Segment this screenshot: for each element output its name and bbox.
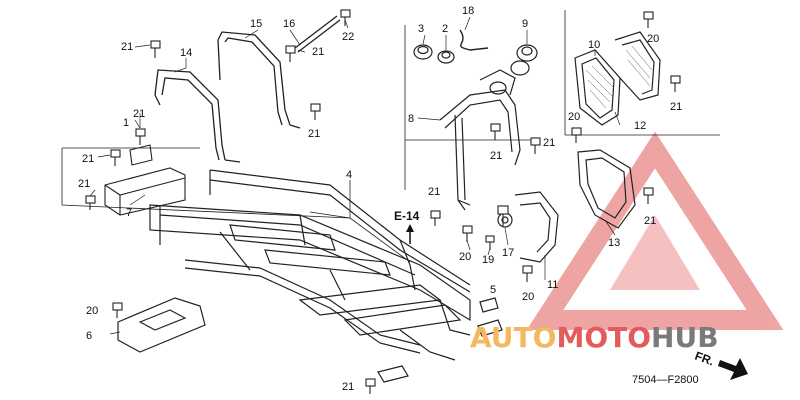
diagram-code: 7504—F2800	[632, 374, 699, 386]
bolt-icon	[430, 210, 441, 226]
bolt-icon	[490, 123, 501, 140]
callout-part-21: 21	[543, 137, 555, 149]
callout-part-21: 21	[133, 108, 145, 120]
arrow-head	[406, 224, 414, 232]
cross-member-bracket	[104, 144, 186, 216]
callout-part-20: 20	[568, 111, 580, 123]
watermark-brand: AUTOMOTOHUB	[470, 321, 719, 354]
callout-part-21: 21	[82, 153, 94, 165]
callout-part-21: 21	[312, 46, 324, 58]
bolt-icon	[462, 225, 473, 242]
callout-part-18: 18	[462, 5, 474, 17]
callout-part-2: 2	[442, 23, 448, 35]
bolt-icon	[485, 235, 495, 250]
front-label: FR.	[693, 349, 716, 369]
callout-part-17: 17	[502, 247, 514, 259]
side-cover-right	[497, 191, 559, 263]
bolt-icon	[340, 9, 351, 26]
column-bracket	[439, 69, 521, 211]
frame-assembly	[149, 169, 471, 361]
bolt-icon	[135, 128, 146, 145]
bolt-icon	[497, 205, 509, 226]
bottom-bracket	[377, 365, 409, 383]
callout-part-21: 21	[490, 150, 502, 162]
callout-part-5: 5	[490, 284, 496, 296]
callout-part-7: 7	[126, 207, 132, 219]
support-rod	[294, 15, 341, 53]
callout-part-10: 10	[588, 39, 600, 51]
roll-bar-front	[154, 69, 241, 163]
callout-part-8: 8	[408, 113, 414, 125]
callout-part-22: 22	[342, 31, 354, 43]
bolt-icon	[112, 302, 123, 318]
grille-outline-box	[564, 10, 720, 136]
callout-part-1: 1	[123, 117, 129, 129]
grommet-3	[413, 44, 433, 60]
callout-part-21: 21	[428, 186, 440, 198]
grommet-9	[516, 44, 538, 62]
bolt-icon	[310, 103, 321, 120]
callout-part-3: 3	[418, 23, 424, 35]
callout-part-21: 21	[670, 101, 682, 113]
callout-part-21: 21	[78, 178, 90, 190]
vent-panel	[577, 149, 636, 229]
callout-part-20: 20	[86, 305, 98, 317]
callout-part-4: 4	[346, 169, 352, 181]
callout-part-9: 9	[522, 18, 528, 30]
callout-part-21: 21	[308, 128, 320, 140]
grommet-2	[437, 50, 455, 64]
bolt-icon	[530, 137, 541, 154]
grille-mesh	[585, 45, 653, 109]
floor-plate	[117, 297, 206, 353]
bolt-icon	[643, 11, 654, 28]
callout-part-19: 19	[482, 254, 494, 266]
bolt-icon	[670, 75, 681, 92]
roll-bar-rear	[217, 31, 301, 129]
bolt-icon	[522, 265, 533, 282]
bolt-icon	[643, 187, 654, 204]
column-outline-box	[404, 25, 540, 190]
bolt-icons	[85, 9, 681, 394]
callout-part-6: 6	[86, 330, 92, 342]
front-arrow-icon	[718, 358, 748, 380]
callout-part-20: 20	[459, 251, 471, 263]
bolt-icon	[110, 149, 121, 166]
watermark-triangle-logo	[526, 131, 784, 330]
front-direction: FR.	[693, 349, 748, 380]
callout-leaders	[89, 16, 621, 335]
brand-part-hub: HUB	[651, 321, 719, 354]
callout-part-21: 21	[644, 215, 656, 227]
callout-part-11: 11	[547, 279, 558, 291]
callout-part-20: 20	[522, 291, 534, 303]
callout-part-21: 21	[342, 381, 354, 393]
plate-5	[477, 297, 503, 337]
callout-part-13: 13	[608, 237, 620, 249]
section-reference: E-14	[394, 209, 420, 244]
brand-part-moto: MOTO	[556, 321, 651, 354]
brand-part-auto: AUTO	[470, 321, 556, 354]
bolt-icon	[365, 378, 376, 394]
bolt-icon	[285, 45, 296, 62]
callout-part-15: 15	[250, 18, 262, 30]
section-ref-label: E-14	[394, 209, 420, 223]
callout-labels: 22 15 16 21 14 21 21 1 21 21 21 7 4 3 2 …	[78, 5, 682, 393]
bolt-icon	[150, 40, 161, 58]
bracket-outline-box	[61, 147, 351, 219]
bolt-icon	[571, 127, 582, 143]
grommet-in-bracket	[489, 60, 530, 95]
callout-part-12: 12	[634, 120, 646, 132]
bolt-icon	[85, 195, 96, 210]
callout-part-16: 16	[283, 18, 295, 30]
cable	[459, 29, 489, 51]
callout-part-14: 14	[180, 47, 192, 59]
svg-text:AUTOMOTOHUB: AUTOMOTOHUB	[470, 321, 719, 354]
callout-part-21: 21	[121, 41, 133, 53]
callout-part-20: 20	[647, 33, 659, 45]
